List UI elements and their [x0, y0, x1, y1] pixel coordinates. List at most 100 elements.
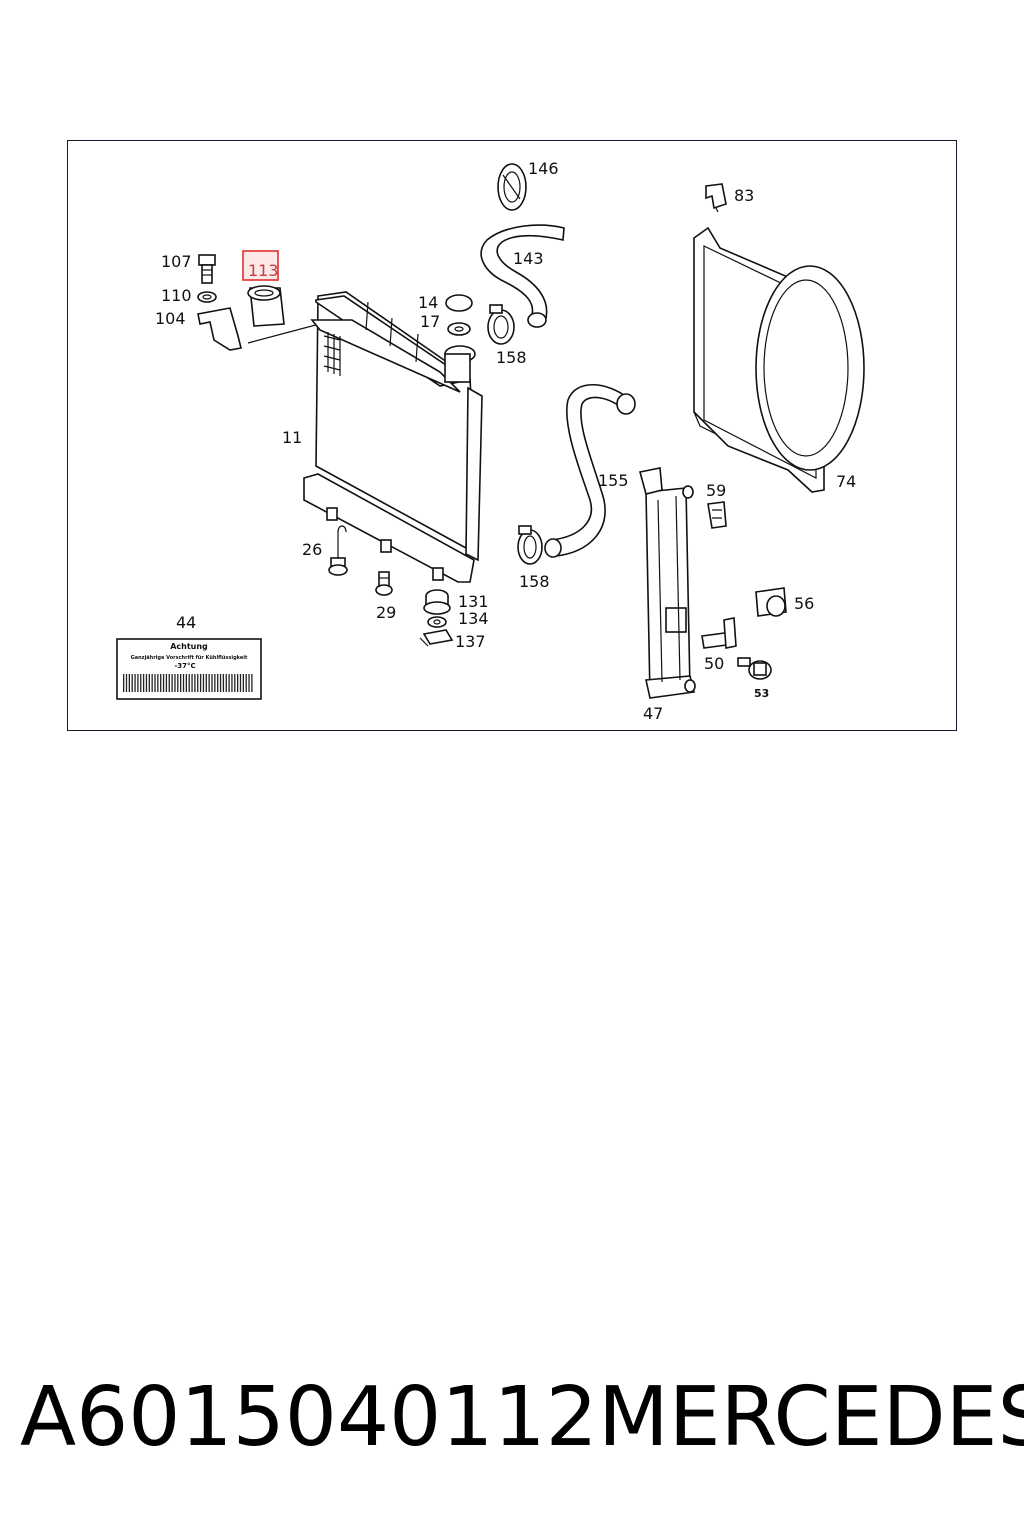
barcode-stripe [185, 674, 187, 692]
barcode-stripe [165, 674, 168, 692]
part-137-bracket[interactable] [419, 629, 454, 647]
part-number: A6015040112 [20, 1370, 598, 1465]
barcode-stripe [142, 674, 145, 692]
barcode-stripe [157, 674, 159, 692]
barcode-stripe [251, 674, 253, 692]
part-50-holder[interactable] [701, 617, 737, 649]
label-44-barcode [123, 674, 253, 692]
part-44-warning-label[interactable]: Achtung Ganzjährige Vorschrift für Kühlf… [116, 638, 262, 700]
label-17: 17 [420, 312, 440, 331]
barcode-stripe [245, 674, 247, 692]
barcode-stripe [214, 674, 216, 692]
barcode-stripe [239, 674, 242, 692]
label-137: 137 [455, 632, 486, 651]
part-113-rubber-mount[interactable] [247, 285, 285, 327]
barcode-stripe [228, 674, 230, 692]
part-158-clamp-lower[interactable] [517, 525, 543, 565]
barcode-stripe [208, 674, 210, 692]
barcode-stripe [162, 674, 165, 692]
barcode-stripe [140, 674, 142, 692]
barcode-stripe [219, 674, 222, 692]
label-110: 110 [161, 286, 192, 305]
barcode-stripe [231, 674, 233, 692]
barcode-stripe [205, 674, 207, 692]
label-26: 26 [302, 540, 322, 559]
barcode-stripe [199, 674, 202, 692]
part-26-drain-screw[interactable] [328, 525, 348, 576]
barcode-stripe [180, 674, 182, 692]
part-158-clamp-upper[interactable] [487, 304, 515, 345]
label-155: 155 [598, 471, 629, 490]
barcode-stripe [128, 674, 130, 692]
barcode-stripe [177, 674, 179, 692]
barcode-stripe [217, 674, 219, 692]
barcode-stripe [234, 674, 236, 692]
part-14-cap[interactable] [445, 294, 473, 312]
part-134-washer[interactable] [427, 616, 447, 628]
label-158b: 158 [519, 572, 550, 591]
barcode-stripe [125, 674, 128, 692]
label-44-line3: -37°C [174, 662, 195, 670]
label-14: 14 [418, 293, 438, 312]
barcode-stripe [137, 674, 139, 692]
part-107-bolt[interactable] [198, 254, 216, 284]
barcode-stripe [145, 674, 148, 692]
label-104: 104 [155, 309, 186, 328]
part-47-oil-cooler[interactable] [639, 467, 696, 699]
label-134: 134 [458, 609, 489, 628]
part-17-seal[interactable] [447, 322, 471, 336]
barcode-stripe [182, 674, 185, 692]
label-83: 83 [734, 186, 754, 205]
part-59-retainer[interactable] [707, 501, 727, 529]
diagram-frame [67, 140, 957, 731]
label-74: 74 [836, 472, 856, 491]
barcode-stripe [154, 674, 156, 692]
part-143-upper-hose[interactable] [480, 224, 565, 328]
label-44: 44 [176, 613, 196, 632]
barcode-stripe [151, 674, 153, 692]
barcode-stripe [202, 674, 205, 692]
barcode-stripe [191, 674, 193, 692]
part-131-grommet[interactable] [423, 589, 451, 615]
part-74-fan-shroud[interactable] [693, 226, 865, 493]
label-44-line2: Ganzjährige Vorschrift für Kühlflüssigke… [131, 655, 248, 661]
barcode-stripe [134, 674, 136, 692]
barcode-stripe [160, 674, 162, 692]
barcode-stripe [171, 674, 173, 692]
barcode-stripe [248, 674, 250, 692]
label-113: 113 [248, 261, 279, 280]
part-11-radiator[interactable] [303, 291, 483, 583]
barcode-stripe [174, 674, 176, 692]
part-146-sleeve[interactable] [497, 163, 527, 211]
barcode-stripe [242, 674, 244, 692]
label-11: 11 [282, 428, 302, 447]
part-110-washer[interactable] [197, 291, 217, 303]
barcode-stripe [237, 674, 239, 692]
barcode-stripe [194, 674, 196, 692]
part-83-clip[interactable] [705, 183, 727, 213]
parts-diagram: 146 83 143 107 113 110 104 14 [116, 159, 865, 723]
label-50: 50 [704, 654, 724, 673]
label-56: 56 [794, 594, 814, 613]
label-53: 53 [754, 687, 769, 700]
label-59: 59 [706, 481, 726, 500]
part-155-lower-hose[interactable] [544, 383, 636, 558]
part-29-plug[interactable] [375, 571, 393, 596]
part-104-bracket[interactable] [197, 307, 242, 351]
barcode-stripe [222, 674, 225, 692]
label-158a: 158 [496, 348, 527, 367]
label-47: 47 [643, 704, 663, 723]
label-107: 107 [161, 252, 192, 271]
label-143: 143 [513, 249, 544, 268]
part-56-clamp[interactable] [755, 587, 787, 617]
part-53-bolt[interactable] [737, 657, 772, 680]
barcode-stripe [211, 674, 213, 692]
label-44-line1: Achtung [170, 642, 208, 651]
label-131: 131 [458, 592, 489, 611]
barcode-stripe [148, 674, 150, 692]
barcode-stripe [188, 674, 190, 692]
highlight-113-box[interactable] [242, 250, 279, 281]
barcode-stripe [197, 674, 199, 692]
label-29: 29 [376, 603, 396, 622]
barcode-stripe [225, 674, 227, 692]
